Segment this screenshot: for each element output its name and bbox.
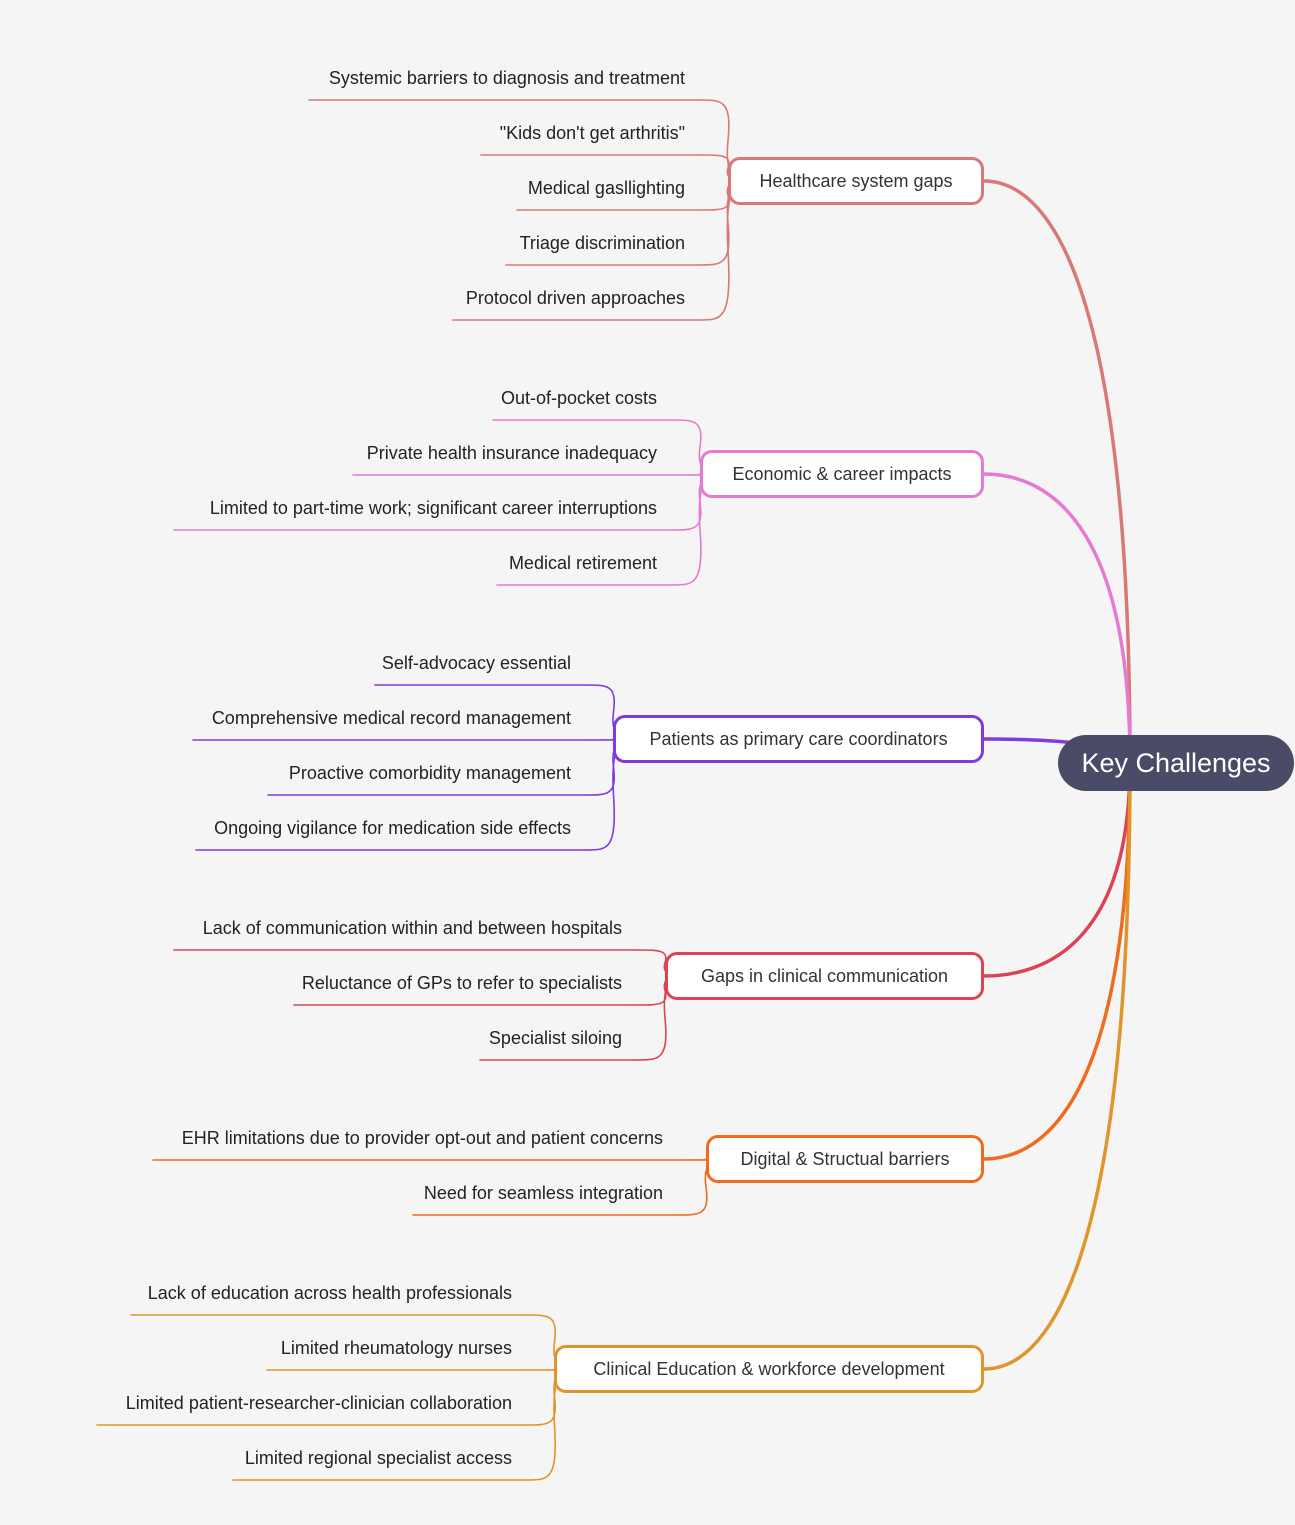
root-connector [982,472,1132,765]
branch-node-label: Patients as primary care coordinators [649,728,948,749]
leaf-node-protocol-driven-approaches[interactable]: Protocol driven approaches [465,288,685,308]
root-connector [982,761,1132,978]
branch-node-label: Economic & career impacts [732,463,952,484]
root-connector [982,761,1132,1161]
leaf-node-ongoing-vigilance-for-medication-side-effects[interactable]: Ongoing vigilance for medication side ef… [214,818,571,838]
leaf-node-lack-of-communication-within-and-between-hospitals[interactable]: Lack of communication within and between… [202,918,622,938]
branch-node-digital-structual-barriers[interactable]: Digital & Structual barriers [706,1135,984,1183]
leaf-node-medical-gasllighting[interactable]: Medical gasllighting [527,178,685,198]
leaf-node-specialist-siloing[interactable]: Specialist siloing [488,1028,622,1048]
leaf-node-comprehensive-medical-record-management[interactable]: Comprehensive medical record management [211,708,571,728]
branch-node-healthcare-system-gaps[interactable]: Healthcare system gaps [728,157,984,205]
leaf-node-need-for-seamless-integration[interactable]: Need for seamless integration [423,1183,663,1203]
leaf-node-out-of-pocket-costs[interactable]: Out-of-pocket costs [500,388,657,408]
branch-node-patients-as-primary-care-coordinators[interactable]: Patients as primary care coordinators [613,715,984,763]
branch-node-gaps-in-clinical-communication[interactable]: Gaps in clinical communication [665,952,984,1000]
branch-node-clinical-education-workforce-development[interactable]: Clinical Education & workforce developme… [554,1345,984,1393]
leaf-node-limited-to-part-time-work-significant-career-interruptions[interactable]: Limited to part-time work; significant c… [209,498,657,518]
root-node-label: Key Challenges [1081,747,1271,778]
root-connector [982,179,1132,765]
leaf-node-triage-discrimination[interactable]: Triage discrimination [519,233,685,253]
leaf-node-reluctance-of-gps-to-refer-to-specialists[interactable]: Reluctance of GPs to refer to specialist… [301,973,622,993]
branch-node-label: Gaps in clinical communication [700,965,949,986]
root-connector [982,761,1132,1371]
leaf-node-medical-retirement[interactable]: Medical retirement [508,553,657,573]
leaf-node-limited-rheumatology-nurses[interactable]: Limited rheumatology nurses [280,1338,512,1358]
leaf-node-ehr-limitations-due-to-provider-opt-out-and-patient-concerns[interactable]: EHR limitations due to provider opt-out … [181,1128,663,1148]
leaf-node-lack-of-education-across-health-professionals[interactable]: Lack of education across health professi… [147,1283,512,1303]
leaf-node-proactive-comorbidity-management[interactable]: Proactive comorbidity management [288,763,571,783]
leaf-node-limited-regional-specialist-access[interactable]: Limited regional specialist access [244,1448,512,1468]
branch-node-label: Healthcare system gaps [759,170,953,191]
branch-node-label: Digital & Structual barriers [740,1148,950,1169]
branch-node-economic-career-impacts[interactable]: Economic & career impacts [700,450,984,498]
leaf-node-self-advocacy-essential[interactable]: Self-advocacy essential [381,653,571,673]
leaf-node-systemic-barriers-to-diagnosis-and-treatment[interactable]: Systemic barriers to diagnosis and treat… [328,68,685,88]
leaf-node-limited-patient-researcher-clinician-collaboration[interactable]: Limited patient-researcher-clinician col… [125,1393,512,1413]
root-node-key-challenges[interactable]: Key Challenges [1058,735,1294,791]
leaf-node-kids-don-t-get-arthritis[interactable]: "Kids don't get arthritis" [499,123,685,143]
branch-node-label: Clinical Education & workforce developme… [593,1358,945,1379]
leaf-node-private-health-insurance-inadequacy[interactable]: Private health insurance inadequacy [366,443,657,463]
